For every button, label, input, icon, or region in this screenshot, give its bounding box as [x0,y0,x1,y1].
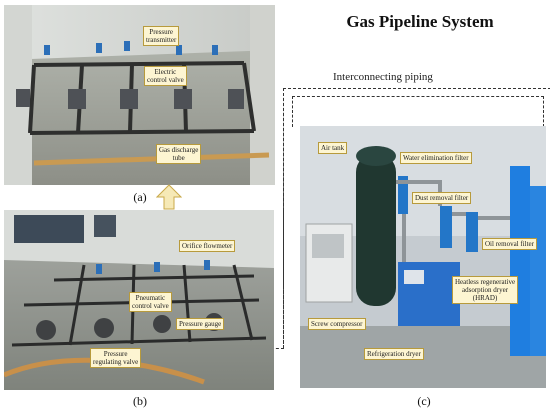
label-gas-discharge-tube: Gas discharge tube [156,144,202,164]
label-pressure-regulating-valve: Pressure regulating valve [90,348,142,368]
label-pneumatic-control-valve: Pneumatic control valve [129,292,172,312]
label-refrigeration-dryer: Refrigeration dryer [364,348,424,360]
piping-dashed-inner [292,96,544,127]
figure-title: Gas Pipeline System [346,12,494,31]
label-hrad: Heatless regenerative adsorption dryer (… [452,276,519,304]
panel-b-photo: Orifice flowmeter Pneumatic control valv… [4,210,274,390]
panel-a-photo: Pressure transmitter Electric control va… [4,5,275,185]
label-electric-control-valve: Electric control valve [144,66,187,86]
up-arrow-icon [156,184,182,210]
label-pressure-transmitter: Pressure transmitter [143,26,180,46]
caption-a: (a) [133,190,147,204]
label-oil-removal-filter: Oil removal filter [482,238,537,250]
label-orifice-flowmeter: Orifice flowmeter [179,240,236,252]
panel-c-photo: Air tank Water elimination filter Dust r… [300,126,546,388]
pipeline-photo-b [4,210,274,390]
piping-dashed-left [283,88,284,348]
caption-c: (c) [417,394,431,408]
caption-b: (b) [133,394,147,408]
label-screw-compressor: Screw compressor [308,318,366,330]
interconnecting-piping-label: Interconnecting piping [333,71,433,83]
label-air-tank: Air tank [318,142,348,154]
label-dust-removal-filter: Dust removal filter [412,192,472,204]
label-pressure-gauge: Pressure gauge [176,318,225,330]
pipeline-photo-a [4,5,275,185]
label-water-elimination-filter: Water elimination filter [400,152,472,164]
